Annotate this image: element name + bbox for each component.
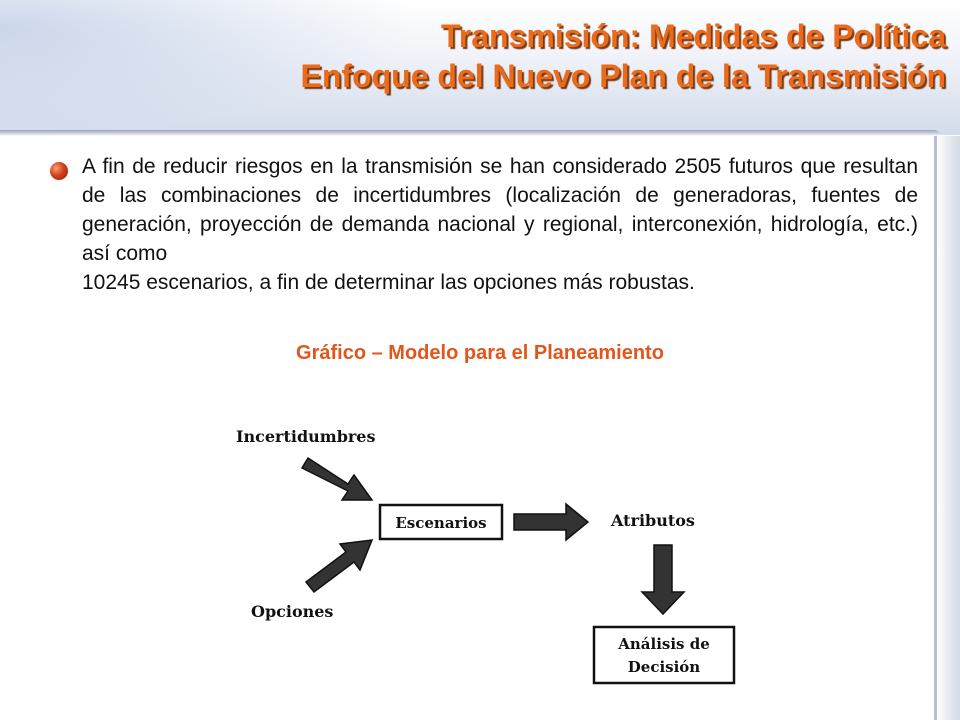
title-line-2: Enfoque del Nuevo Plan de la Transmisión bbox=[300, 58, 946, 94]
arrow-atributos-analisis bbox=[640, 544, 686, 616]
escenarios-box: Escenarios bbox=[378, 503, 504, 541]
analisis-line-2: Decisión bbox=[628, 658, 701, 676]
graph-title: Gráfico – Modelo para el Planeamiento bbox=[296, 342, 664, 364]
opciones-label: Opciones bbox=[251, 602, 333, 621]
analisis-decision-box: Análisis de Decisión bbox=[592, 625, 736, 685]
slide-title: Transmisión: Medidas de Política Enfoque… bbox=[301, 16, 946, 96]
atributos-label: Atributos bbox=[610, 511, 695, 530]
bullet-paragraph: A fin de reducir riesgos en la transmisi… bbox=[82, 152, 918, 297]
analisis-line-1: Análisis de bbox=[617, 635, 710, 653]
incertidumbres-label: Incertidumbres bbox=[236, 427, 376, 446]
bullet-icon bbox=[50, 162, 68, 180]
slide-header: Transmisión: Medidas de Política Enfoque… bbox=[0, 0, 960, 135]
title-line-1: Transmisión: Medidas de Política bbox=[440, 18, 946, 54]
paragraph-last-line: 10245 escenarios, a fin de determinar la… bbox=[82, 271, 695, 294]
frame-right-edge bbox=[934, 136, 960, 720]
arrow-opciones-escenarios bbox=[304, 539, 374, 594]
arrow-incertidumbres-escenarios bbox=[300, 456, 374, 501]
frame-top-line bbox=[0, 130, 940, 136]
arrow-escenarios-atributos bbox=[513, 502, 590, 542]
paragraph-main-text: A fin de reducir riesgos en la transmisi… bbox=[82, 155, 918, 265]
escenarios-label: Escenarios bbox=[395, 514, 486, 532]
